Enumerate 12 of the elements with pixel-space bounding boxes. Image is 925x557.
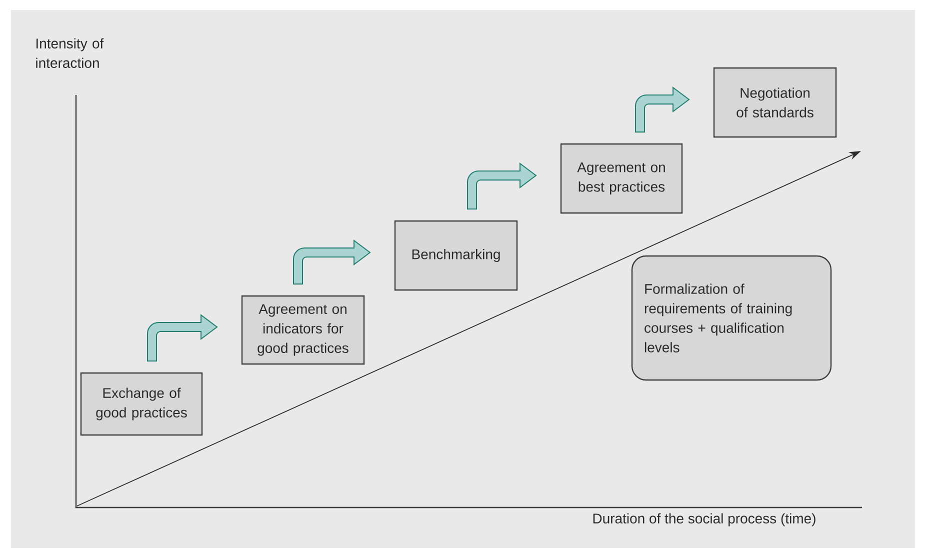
- process-box: Negotiation of standards: [713, 67, 837, 138]
- process-box: Benchmarking: [394, 220, 518, 291]
- process-box: Exchange of good practices: [80, 372, 203, 436]
- axis-label: Intensity of interaction: [36, 38, 104, 68]
- bent-arrow: [467, 163, 536, 210]
- axis-label: Duration of the social process (time): [593, 513, 816, 526]
- process-box: Agreement on indicators for good practices: [241, 295, 365, 365]
- bent-arrow: [293, 240, 370, 284]
- bent-arrow: [635, 87, 690, 132]
- rounded-box: Formalization of requirements of training courses + qualification levels: [631, 255, 832, 381]
- bent-arrow: [147, 314, 218, 362]
- process-box: Agreement on best practices: [560, 143, 683, 214]
